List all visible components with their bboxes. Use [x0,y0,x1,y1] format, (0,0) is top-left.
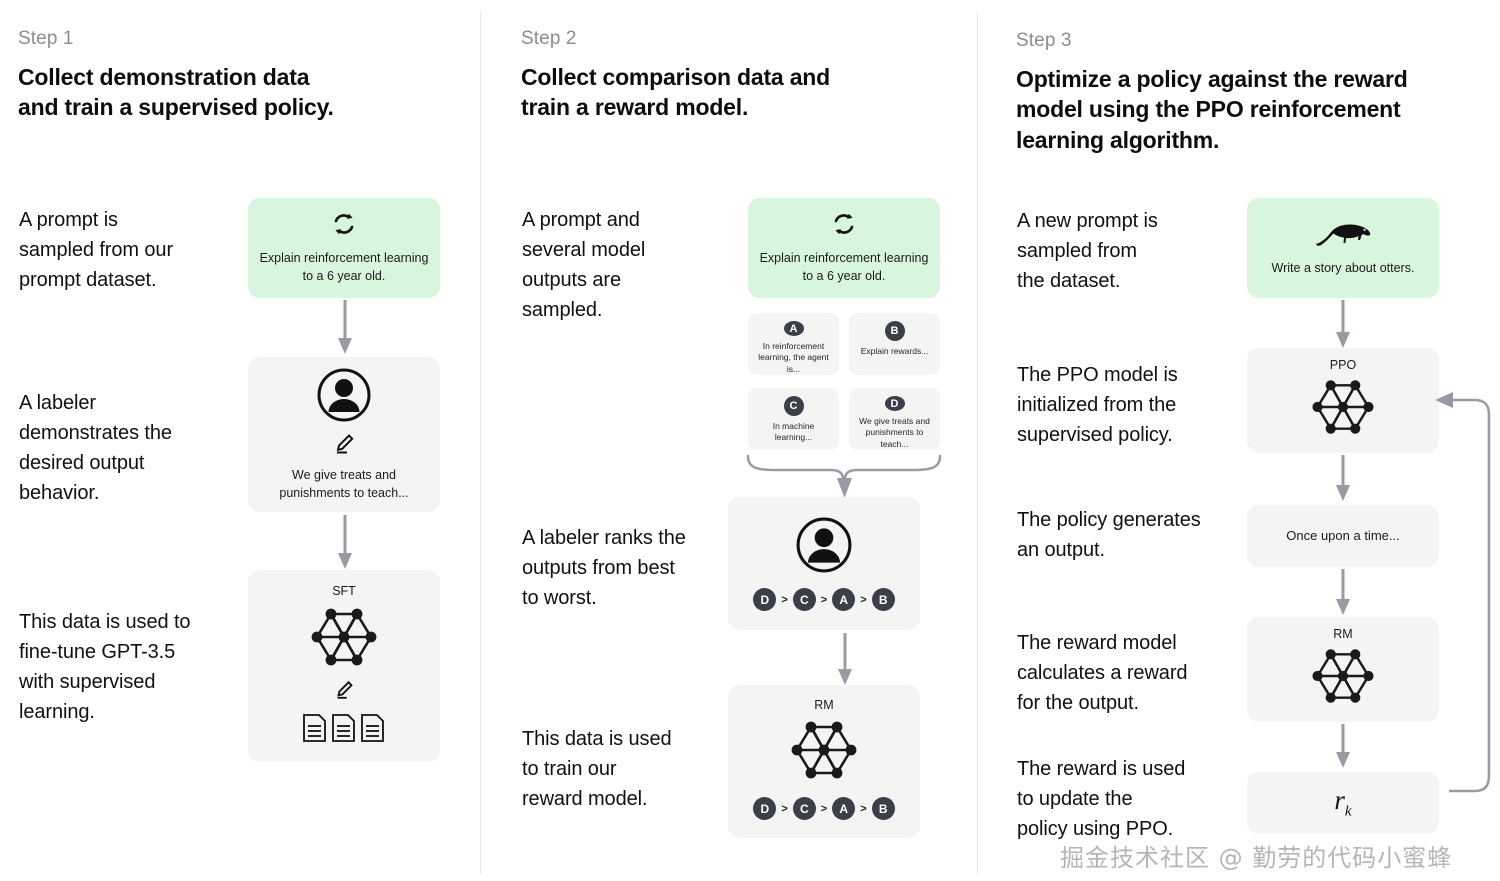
step-3-label: Step 3 [1016,30,1072,51]
step-3-arrow-4 [1333,724,1353,775]
column-divider-2 [977,12,978,874]
step-1-labeler-card[interactable]: We give treats and punishments to teach.… [248,357,440,512]
pencil-icon [332,432,356,461]
step-3-prompt-card[interactable]: Write a story about otters. [1247,198,1439,298]
reward-symbol-r: r [1334,785,1345,816]
step-3-note-5: The reward is used to update the policy … [1017,758,1186,840]
step-3-ppo-label: PPO [1329,358,1357,372]
step-2-rm-label: RM [814,698,834,712]
neural-net-icon [1304,374,1382,445]
step-1-prompt-card[interactable]: Explain reinforcement learning to a 6 ye… [248,198,440,298]
step-3-rm-card[interactable]: RM [1247,617,1439,722]
step-3-output-text: Once upon a time... [1286,527,1400,543]
step-2-prompt-text: Explain reinforcement learning to a 6 ye… [759,250,929,283]
step-1-prompt-text: Explain reinforcement learning to a 6 ye… [259,250,429,283]
person-circle-icon [316,367,372,428]
rm-rank-badge-3: A [832,797,856,820]
step-2-column: Step 2 Collect comparison data and train… [480,0,977,881]
step-2-prompt-card[interactable]: Explain reinforcement learning to a 6 ye… [748,198,940,298]
step-1-arrow-2 [335,515,355,576]
step-2-ranking-row: D > C > A > B [753,588,895,611]
step-3-title: Optimize a policy against the reward mod… [1016,66,1408,153]
neural-net-icon [783,715,865,790]
step-3-column: Step 3 Optimize a policy against the rew… [977,0,1500,881]
step-1-labeler-text: We give treats and punishments to teach.… [279,468,409,500]
step-1-note-2: A labeler demonstrates the desired outpu… [19,392,172,504]
step-1-column: Step 1 Collect demonstration data and tr… [0,0,480,881]
step-2-arrow-2 [835,633,855,692]
step-2-brace-arrow [745,452,945,505]
otter-icon [1312,219,1374,254]
rank-badge-3: A [832,588,856,611]
step-3-reward-card[interactable]: rk [1247,772,1439,834]
step-1-label: Step 1 [18,28,74,49]
rm-rank-badge-4: B [871,797,895,820]
step-3-rm-label: RM [1333,627,1353,641]
rm-rank-sep-1: > [781,802,788,815]
output-text-a: In reinforcement learning, the agent is.… [758,341,829,374]
rm-rank-sep-3: > [860,802,867,815]
step-3-note-1: A new prompt is sampled from the dataset… [1017,210,1158,292]
step-1-note-1: A prompt is sampled from our prompt data… [19,209,174,291]
reward-symbol-k: k [1344,803,1352,820]
pencil-icon [333,679,355,706]
step-2-title: Collect comparison data and train a rewa… [521,64,830,121]
step-2-output-card-a[interactable]: A In reinforcement learning, the agent i… [748,313,839,375]
step-3-arrow-3 [1333,569,1353,622]
step-2-output-card-d[interactable]: D We give treats and punishments to teac… [849,388,940,450]
step-2-note-3: This data is used to train our reward mo… [522,728,672,810]
step-3-note-3: The policy generates an output. [1017,509,1201,561]
rank-badge-1: D [753,588,777,611]
output-text-c: In machine learning... [772,421,815,443]
step-3-feedback-loop-arrow [1435,390,1500,815]
step-3-output-card[interactable]: Once upon a time... [1247,505,1439,567]
watermark: 掘金技术社区 @ 勤劳的代码小蜜蜂 [1060,844,1453,872]
documents-icon [301,712,387,749]
step-2-label: Step 2 [521,28,577,49]
rm-rank-badge-2: C [792,797,816,820]
step-3-reward-symbol: rk [1334,785,1351,820]
neural-net-icon [1304,643,1382,714]
output-text-b: Explain rewards... [860,346,929,356]
output-badge-b: B [884,321,905,341]
step-3-arrow-2 [1333,455,1353,508]
step-3-ppo-card[interactable]: PPO [1247,348,1439,453]
step-2-ranking-card[interactable]: D > C > A > B [728,497,920,630]
rm-rank-sep-2: > [820,802,828,815]
step-1-title: Collect demonstration data and train a s… [18,64,334,121]
rank-sep-3: > [860,593,867,606]
step-2-note-2: A labeler ranks the outputs from best to… [522,527,686,609]
step-2-note-1: A prompt and several model outputs are s… [522,209,646,321]
step-2-rm-card[interactable]: RM [728,685,920,838]
step-2-output-card-c[interactable]: C In machine learning... [748,388,839,450]
rank-badge-4: B [871,588,895,611]
output-badge-c: C [783,396,804,416]
rank-badge-2: C [792,588,816,611]
cycle-icon [831,211,857,242]
column-divider-1 [480,12,481,874]
output-text-d: We give treats and punishments to teach.… [859,416,930,449]
cycle-icon [331,211,357,242]
output-badge-d: D [884,396,905,412]
step-2-rm-ranking-row: D > C > A > B [753,797,895,820]
rank-sep-2: > [820,593,828,606]
step-3-prompt-text: Write a story about otters. [1271,260,1415,275]
person-circle-icon [795,516,853,579]
step-1-note-3: This data is used to fine-tune GPT-3.5 w… [19,611,191,723]
step-3-note-4: The reward model calculates a reward for… [1017,632,1188,714]
step-3-arrow-1 [1333,300,1353,355]
output-badge-a: A [783,321,804,337]
step-1-sft-card[interactable]: SFT [248,570,440,762]
neural-net-icon [303,602,385,677]
rm-rank-badge-1: D [753,797,777,820]
rank-sep-1: > [781,593,788,606]
step-3-note-2: The PPO model is initialized from the su… [1017,364,1178,446]
step-2-output-card-b[interactable]: B Explain rewards... [849,313,940,375]
step-1-arrow-1 [335,300,355,361]
step-1-sft-label: SFT [332,584,356,598]
